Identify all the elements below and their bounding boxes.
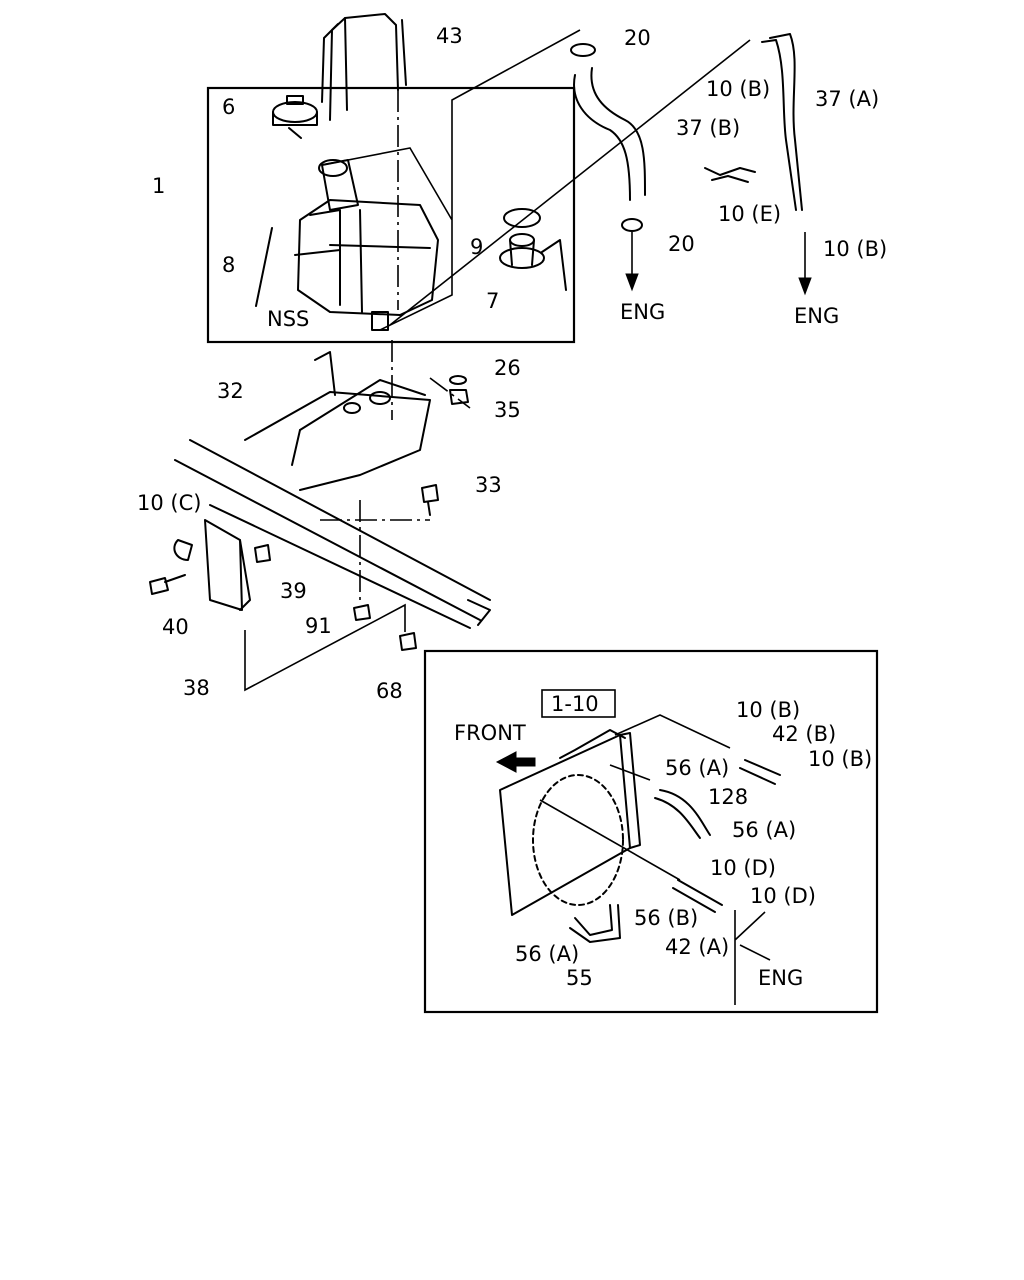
callout-26: 26 <box>494 356 521 380</box>
inset-callout-42b: 42 (B) <box>772 722 836 746</box>
inset-callout-56b: 56 (B) <box>634 906 698 930</box>
inset-callout-10d-bottom: 10 (D) <box>750 884 816 908</box>
clip-10e <box>704 167 756 183</box>
reserve-tank-group-box <box>206 86 576 344</box>
callout-35: 35 <box>494 398 521 422</box>
hose-37b <box>570 43 646 232</box>
callout-68: 68 <box>376 679 403 703</box>
callout-20-bottom: 20 <box>668 232 695 256</box>
callout-9: 9 <box>470 235 483 259</box>
callout-91: 91 <box>305 614 332 638</box>
hose-37a <box>761 33 803 211</box>
callout-39: 39 <box>280 579 307 603</box>
radiator <box>499 729 641 916</box>
callout-6: 6 <box>222 95 235 119</box>
callout-10b-top: 10 (B) <box>706 77 770 101</box>
hose-42a <box>672 879 723 913</box>
bracket-43 <box>321 13 407 121</box>
inset-callout-55: 55 <box>566 966 593 990</box>
callout-10e: 10 (E) <box>718 202 781 226</box>
front-arrow <box>495 751 536 773</box>
callout-10b-right: 10 (B) <box>823 237 887 261</box>
nut-91 <box>353 604 371 621</box>
callout-38: 38 <box>183 676 210 700</box>
callout-32: 32 <box>217 379 244 403</box>
callout-20-top: 20 <box>624 26 651 50</box>
inset-callout-42a: 42 (A) <box>665 935 729 959</box>
inset-callout-56a-bottom: 56 (A) <box>515 942 579 966</box>
callout-10c: 10 (C) <box>137 491 201 515</box>
front-label: FRONT <box>454 721 526 745</box>
inset-callout-10b-a: 10 (B) <box>736 698 800 722</box>
callout-37b: 37 (B) <box>676 116 740 140</box>
bolt-33 <box>421 484 439 516</box>
o-ring-9 <box>503 208 541 228</box>
washer-26 <box>449 375 467 385</box>
ref-1-10-box <box>541 689 616 718</box>
hose-128 <box>654 789 711 839</box>
inset-callout-10b-b: 10 (B) <box>808 747 872 771</box>
bracket-38 <box>173 519 251 611</box>
inset-callout-128: 128 <box>708 785 748 809</box>
inset-labels: 1-10 FRONT 10 (B) 42 (B) 10 (B) 56 (A) 1… <box>454 692 872 990</box>
radiator-cap <box>272 95 318 139</box>
inset-callout-56a-top: 56 (A) <box>665 756 729 780</box>
inset-callout-10d-top: 10 (D) <box>710 856 776 880</box>
callout-nss: NSS <box>267 307 309 331</box>
tank-leader-lines <box>321 29 581 331</box>
callout-1: 1 <box>152 174 165 198</box>
hose-42b <box>739 759 781 785</box>
callout-40: 40 <box>162 615 189 639</box>
eng-label-left: ENG <box>620 300 665 324</box>
hose-8 <box>255 227 273 307</box>
bolt-39 <box>254 544 271 563</box>
inset-callout-56a-mid: 56 (A) <box>732 818 796 842</box>
inset-ref-label: 1-10 <box>551 692 599 716</box>
callout-43: 43 <box>436 24 463 48</box>
mounting-bracket-32 <box>244 351 431 491</box>
hose-55 <box>569 904 621 943</box>
nut-35 <box>449 389 469 405</box>
inset-eng-label: ENG <box>758 966 803 990</box>
callout-7: 7 <box>486 289 499 313</box>
callout-37a: 37 (A) <box>815 87 879 111</box>
level-sensor-7 <box>499 233 567 291</box>
bolt-40 <box>149 574 186 595</box>
callout-33: 33 <box>475 473 502 497</box>
eng-label-right: ENG <box>794 304 839 328</box>
callout-labels: 1 6 8 43 20 10 (B) 37 (A) 37 (B) 10 (E) … <box>137 24 887 703</box>
nut-68 <box>399 632 417 651</box>
radiator-hose-inset-box <box>423 649 879 1014</box>
frame-rail <box>174 439 491 629</box>
callout-8: 8 <box>222 253 235 277</box>
